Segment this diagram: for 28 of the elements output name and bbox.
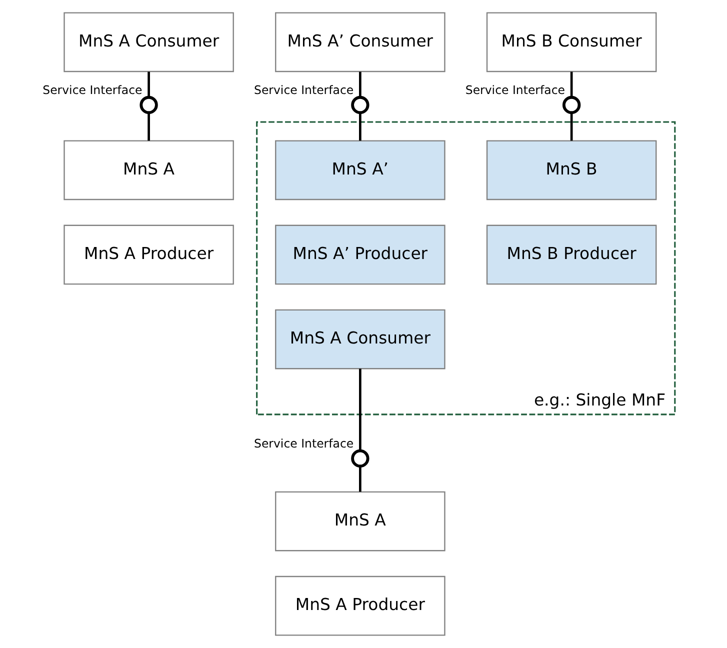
node-circle — [350, 449, 369, 468]
node-circle — [139, 96, 158, 114]
node-box: MnS A’ Producer — [274, 224, 445, 285]
node-box: MnS A Consumer — [274, 309, 445, 370]
node-box: MnS A Consumer — [63, 12, 234, 72]
connector — [358, 466, 361, 492]
node-label: Service Interface — [464, 82, 565, 97]
connector — [147, 72, 150, 98]
node-box: MnS A Producer — [63, 224, 234, 285]
node-box: MnS B Consumer — [486, 12, 656, 72]
node-label: Service Interface — [42, 82, 142, 97]
node-box: MnS B Producer — [486, 224, 656, 285]
node-box: MnS A — [274, 491, 445, 552]
node-box: MnS A’ — [274, 140, 445, 200]
node-label: Service Interface — [253, 82, 354, 97]
node-label: Service Interface — [253, 436, 354, 450]
connector — [570, 72, 572, 98]
node-box: MnS A — [63, 140, 234, 200]
connector — [358, 368, 361, 451]
connector — [147, 112, 150, 141]
connector — [358, 112, 361, 141]
node-box: MnS A’ Consumer — [274, 12, 445, 72]
connector — [570, 112, 572, 141]
node-circle — [350, 96, 369, 114]
node-box: MnS B — [486, 140, 656, 200]
node-circle — [562, 96, 580, 114]
connector — [358, 72, 361, 98]
node-box: MnS A Producer — [274, 576, 445, 636]
